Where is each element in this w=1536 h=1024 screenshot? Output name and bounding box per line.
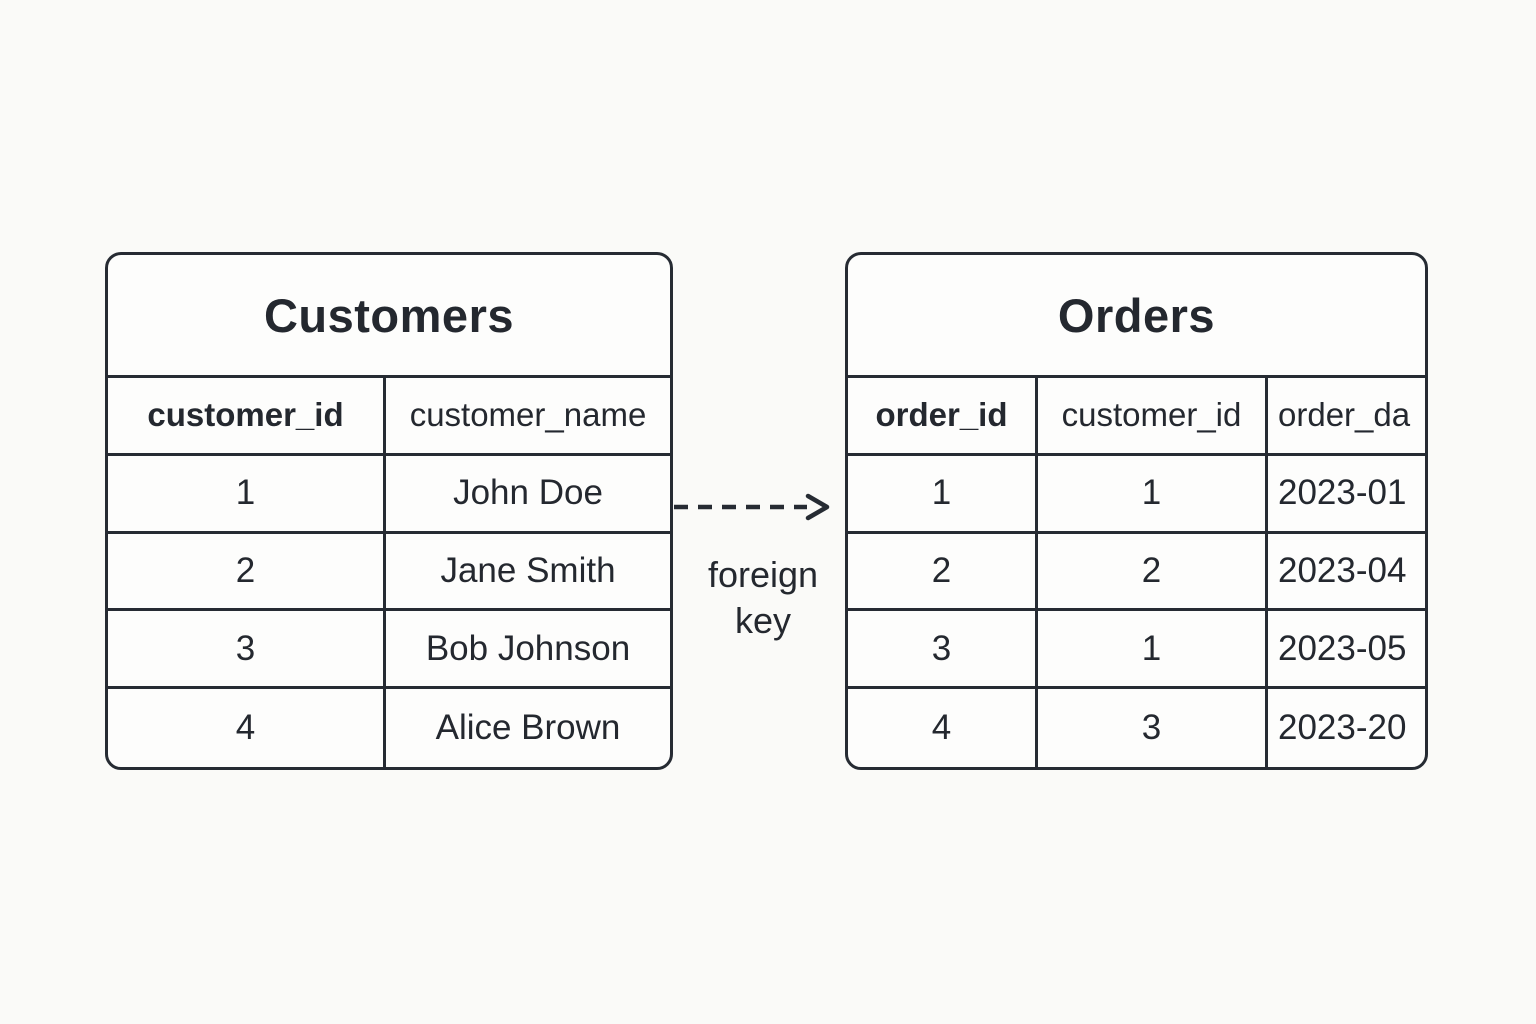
table-cell: 2023-20 [1278, 708, 1407, 748]
table-cell: 1 [108, 455, 386, 534]
table-cell: 3 [848, 611, 1038, 690]
customers-table-grid: customer_id customer_name 1 John Doe 2 J… [108, 378, 670, 767]
column-header-order-id: order_id [848, 378, 1038, 456]
table-cell: 2 [108, 533, 386, 612]
table-cell: 1 [1038, 455, 1268, 534]
table-cell: 3 [1038, 689, 1268, 767]
table-cell: 2023-01 [1268, 456, 1425, 534]
table-cell: 2023-05 [1268, 611, 1425, 690]
table-cell: 2 [1038, 533, 1268, 612]
table-cell: 1 [848, 455, 1038, 534]
column-header-customer-id: customer_id [1038, 378, 1268, 456]
column-header-customer-name: customer_name [386, 378, 670, 456]
table-cell: 3 [108, 611, 386, 690]
orders-table: Orders order_id customer_id order_da 1 1… [845, 252, 1428, 770]
customers-table: Customers customer_id customer_name 1 Jo… [105, 252, 673, 770]
foreign-key-label: foreign key [707, 554, 819, 642]
orders-table-title: Orders [848, 255, 1425, 378]
orders-table-grid: order_id customer_id order_da 1 1 2023-0… [848, 378, 1425, 767]
table-cell: John Doe [386, 456, 670, 534]
column-header-order-date: order_da [1268, 378, 1425, 456]
foreign-key-arrow-icon [674, 493, 830, 521]
table-cell: Jane Smith [386, 534, 670, 612]
table-cell: 2 [848, 533, 1038, 612]
table-cell: Alice Brown [435, 708, 621, 748]
customers-table-title: Customers [108, 255, 670, 378]
table-cell: 4 [848, 689, 1038, 767]
table-cell: 2023-04 [1268, 534, 1425, 612]
table-cell: 1 [1038, 611, 1268, 690]
table-cell: 4 [108, 689, 386, 767]
column-header-customer-id: customer_id [108, 378, 386, 456]
table-cell: Bob Johnson [386, 611, 670, 690]
